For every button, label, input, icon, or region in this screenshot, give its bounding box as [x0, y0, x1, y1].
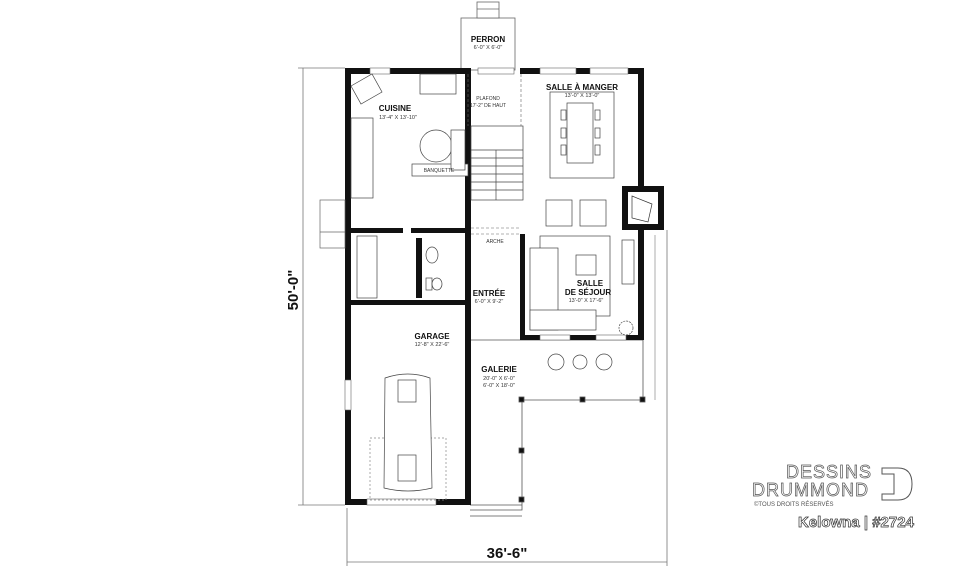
dimension-lines	[298, 67, 668, 566]
entree-size: 6'-0" X 9'-2"	[475, 299, 504, 305]
width-dimension: 36'-6"	[487, 545, 528, 562]
brand-logo: DESSINS DRUMMOND ©TOUS DROITS RÉSERVÉS K…	[750, 462, 930, 542]
powder-room	[356, 235, 443, 299]
galerie-label: GALERIE	[481, 365, 517, 374]
height-dimension: 50'-0"	[285, 270, 302, 311]
salle-de-sejour-label-2: DE SÉJOUR	[565, 288, 611, 297]
cuisine-size: 13'-4" X 13'-10"	[379, 115, 417, 121]
living-furniture	[529, 199, 635, 371]
perron-label: PERRON	[471, 35, 505, 44]
cuisine-label: CUISINE	[379, 104, 412, 113]
salle-a-manger-size: 13'-0" X 13'-0"	[565, 93, 600, 99]
galerie-size-2: 6'-0" X 18'-0"	[483, 383, 515, 389]
salle-de-sejour-label-1: SALLE	[577, 279, 604, 288]
dining-table	[549, 91, 615, 179]
galerie-size-1: 20'-0" X 6'-0"	[483, 376, 515, 382]
model-name: Kelowna | #2724	[798, 514, 915, 532]
garage-size: 12'-8" X 22'-6"	[415, 342, 450, 348]
stairs	[470, 125, 524, 201]
arch-dashes	[467, 74, 522, 235]
entree-label: ENTRÉE	[473, 289, 506, 298]
brand-line-1: DESSINS	[786, 462, 873, 483]
garage-label: GARAGE	[414, 332, 450, 341]
logo-d-icon	[881, 467, 913, 501]
plafond-label-1: PLAFOND	[476, 96, 500, 102]
galerie-outline	[470, 235, 656, 517]
perron-size: 6'-0" X 6'-0"	[474, 45, 503, 51]
car	[369, 373, 447, 501]
brand-rights: ©TOUS DROITS RÉSERVÉS	[754, 502, 834, 508]
fireplace	[622, 186, 664, 230]
windows	[344, 67, 629, 506]
brand-line-2: DRUMMOND	[752, 480, 869, 501]
salle-de-sejour-size: 13'-0" X 17'-6"	[569, 298, 604, 304]
salle-a-manger-label: SALLE À MANGER	[546, 83, 618, 92]
kitchen-fixtures	[350, 73, 469, 199]
banquette-label: BANQUETTE	[424, 168, 455, 174]
arche-label: ARCHE	[486, 239, 504, 245]
plafond-label-2: 17'-2" DE HAUT	[470, 103, 506, 109]
side-entry	[319, 199, 346, 249]
